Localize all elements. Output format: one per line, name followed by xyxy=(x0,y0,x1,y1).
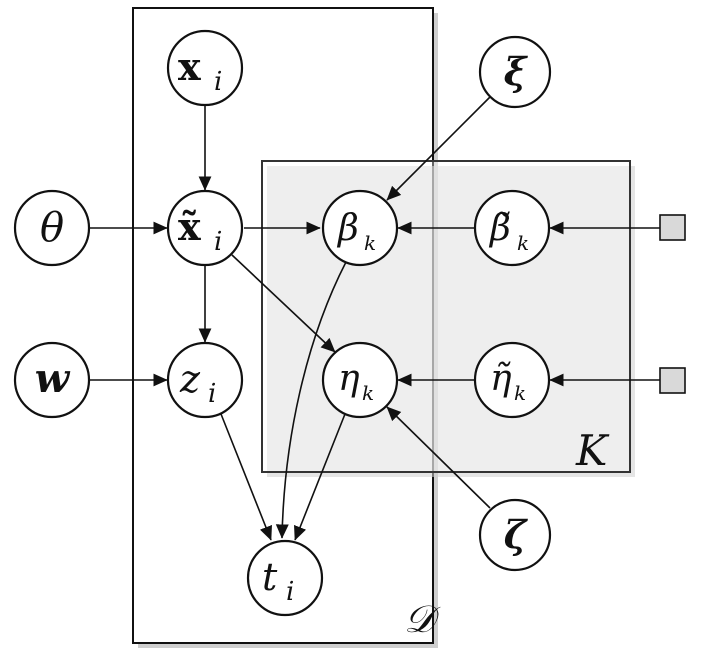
node-eta-tilde xyxy=(473,341,551,419)
topics-plate xyxy=(261,160,631,473)
topics-plate-label: K xyxy=(575,426,610,475)
node-w xyxy=(13,341,91,419)
nodes xyxy=(13,29,552,617)
edges xyxy=(90,96,660,541)
label-theta: θ xyxy=(40,205,64,251)
node-x xyxy=(166,29,244,107)
edge-zeta-to-eta xyxy=(386,406,491,509)
edge-xtilde-to-eta xyxy=(231,254,336,353)
node-zeta xyxy=(478,498,552,572)
label-xi: ξ xyxy=(504,49,529,94)
label-betatilde-subscript: k xyxy=(517,231,529,255)
label-z-symbol: z xyxy=(179,357,201,401)
node-eta xyxy=(321,341,399,419)
label-z-subscript: i xyxy=(208,379,216,409)
node-beta-tilde xyxy=(473,189,551,267)
label-t-symbol: t xyxy=(262,555,278,599)
label-eta-subscript: k xyxy=(362,381,374,405)
edge-xi-to-beta xyxy=(386,96,491,201)
label-x-subscript: i xyxy=(214,67,222,97)
node-xi xyxy=(478,35,552,109)
node-x-tilde xyxy=(166,189,244,267)
label-t-subscript: i xyxy=(286,577,294,607)
label-etatilde-subscript: k xyxy=(514,381,526,405)
node-beta xyxy=(321,189,399,267)
node-z xyxy=(166,341,244,419)
label-etatilde-symbol: η̃ xyxy=(490,358,512,399)
fixed-param-eta xyxy=(659,367,686,394)
node-t xyxy=(246,539,324,617)
label-beta-subscript: k xyxy=(364,231,376,255)
label-betatilde-symbol: β̃ xyxy=(488,208,511,249)
edge-beta-to-t xyxy=(275,261,347,539)
node-labels: x i x̃ i θ w z i t i ξ ζ β k β̃ k η k η̃… xyxy=(35,44,529,607)
label-x-symbol: x xyxy=(178,44,201,89)
label-xtilde-subscript: i xyxy=(214,227,222,257)
edge-z-to-t xyxy=(220,413,272,541)
node-theta xyxy=(13,189,91,267)
label-eta-symbol: η xyxy=(338,358,360,399)
label-beta-symbol: β xyxy=(336,208,359,249)
label-xtilde-symbol: x̃ xyxy=(178,204,201,249)
label-w: w xyxy=(35,355,71,402)
fixed-param-beta xyxy=(659,214,686,241)
label-zeta: ζ xyxy=(504,512,529,557)
edge-eta-to-t xyxy=(294,413,346,541)
